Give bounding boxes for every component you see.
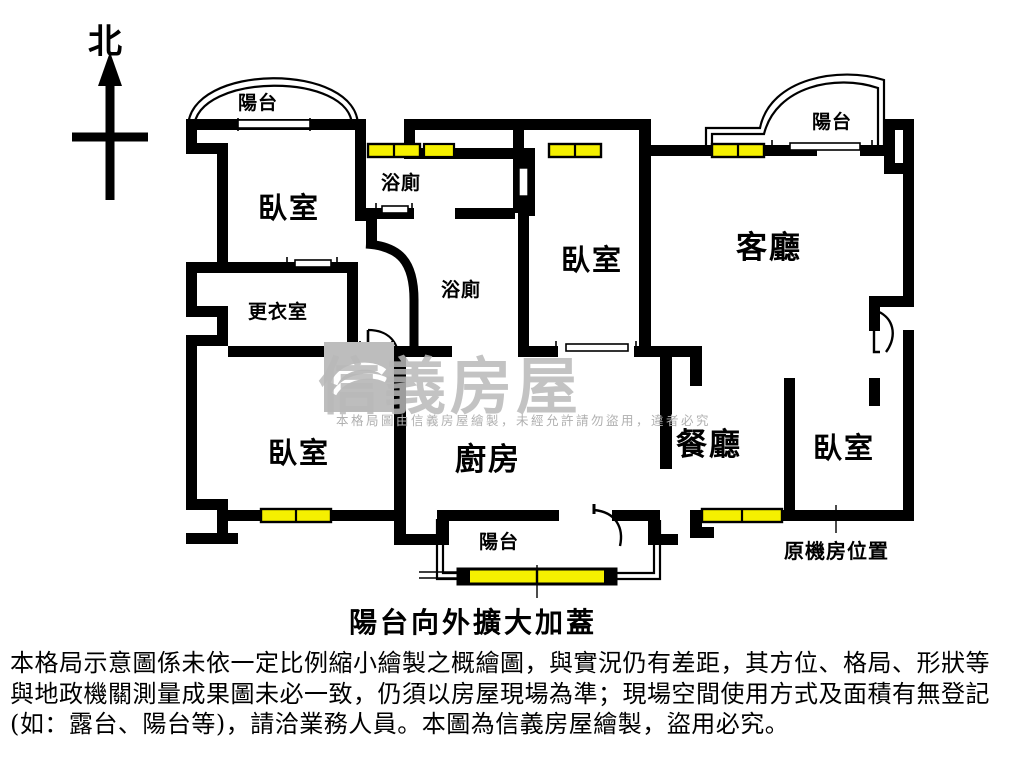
annotation-machine-room: 原機房位置 — [784, 539, 889, 563]
window-center-top — [547, 142, 603, 159]
room-label-bedroom-southwest: 臥室 — [268, 436, 331, 470]
plan-caption: 陽台向外擴大加蓋 — [349, 606, 598, 639]
window-living-balcony — [710, 142, 766, 159]
room-label-bedroom-southeast: 臥室 — [813, 431, 876, 465]
room-label-bedroom-center: 臥室 — [561, 243, 624, 277]
window-dining — [700, 507, 784, 524]
compass-north-icon — [72, 52, 148, 200]
room-label-balcony-north: 陽台 — [238, 92, 279, 114]
window-markers — [259, 142, 784, 586]
room-label-living-room: 客廳 — [736, 230, 802, 266]
compass-label: 北 — [88, 22, 122, 62]
room-label-balcony-south: 陽台 — [479, 531, 520, 553]
room-label-kitchen: 廚房 — [455, 442, 521, 478]
window-bathroom-north-top — [366, 142, 422, 159]
detail-lines — [419, 163, 837, 598]
room-label-bedroom-northwest: 臥室 — [258, 191, 321, 225]
room-label-bathroom-center: 浴廁 — [441, 279, 482, 301]
balcony-northeast-outline — [704, 73, 886, 152]
room-label-balcony-northeast: 陽台 — [812, 111, 853, 133]
room-label-walk-in-closet: 更衣室 — [248, 301, 309, 323]
wall-structure — [186, 119, 914, 545]
window-bathroom-north-right — [422, 142, 456, 159]
disclaimer-text: 本格局示意圖係未依一定比例縮小繪製之概繪圖，與實況仍有差距，其方位、格局、形狀等… — [10, 649, 990, 739]
room-label-bathroom-north: 浴廁 — [381, 172, 422, 194]
window-bedroom-southwest — [259, 507, 333, 524]
room-label-dining-room: 餐廳 — [676, 427, 742, 463]
balcony-north-outline — [186, 77, 360, 129]
